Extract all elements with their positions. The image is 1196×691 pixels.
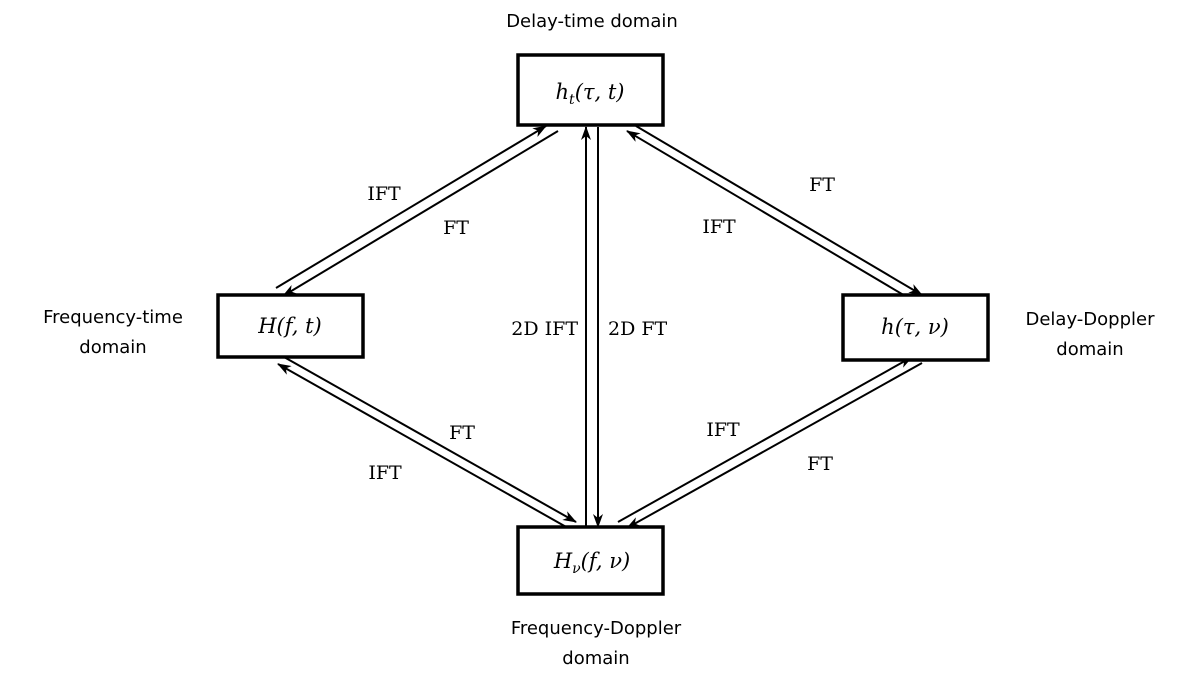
edge-label-bottom-right-ft: FT	[807, 453, 833, 475]
arrow-to-frequency-doppler-from-left	[283, 356, 577, 523]
edge-label-top-right-ift: IFT	[702, 216, 736, 238]
node-label-delay-doppler: h(τ, ν)	[881, 315, 949, 339]
node-label-frequency-doppler: Hν(f, ν)	[553, 549, 630, 577]
edge-label-top-left-ft: FT	[443, 217, 469, 239]
arrow-to-delay-time	[275, 125, 547, 289]
node-delay-doppler: h(τ, ν)	[841, 293, 990, 362]
edge-label-bottom-left-ft: FT	[449, 422, 475, 444]
arrow-to-delay-doppler	[635, 125, 923, 296]
arrow-to-frequency-time-from-bottom	[277, 363, 569, 529]
domain-label-frequency-doppler-line1: Frequency-Doppler	[511, 618, 682, 639]
edge-label-top-right-ft: FT	[809, 174, 835, 196]
node-frequency-time: H(f, t)	[216, 293, 365, 359]
arrows-top-right	[626, 125, 923, 301]
domain-label-frequency-doppler-line2: domain	[562, 648, 629, 669]
edge-label-center-2d-ift: 2D IFT	[511, 318, 578, 340]
node-box-delay-time	[516, 53, 665, 127]
node-delay-time: ht(τ, t)	[516, 53, 665, 127]
edge-label-center-2d-ft: 2D FT	[608, 318, 668, 340]
edge-label-bottom-right-ift: IFT	[706, 419, 740, 441]
node-box-frequency-time	[216, 293, 365, 359]
arrows-bottom-right	[617, 356, 923, 529]
domain-label-delay-doppler-line1: Delay-Doppler	[1026, 309, 1156, 330]
domain-label-delay-time: Delay-time domain	[506, 11, 678, 32]
node-frequency-doppler: Hν(f, ν)	[516, 525, 665, 596]
arrow-to-delay-doppler-from-bottom	[617, 356, 913, 523]
arrows-top-left	[275, 125, 559, 297]
domain-label-frequency-time-line2: domain	[79, 337, 146, 358]
domain-label-frequency-time-line1: Frequency-time	[43, 307, 183, 328]
arrow-to-delay-time-from-right	[626, 130, 913, 301]
arrow-to-frequency-doppler-from-right	[626, 362, 923, 529]
arrows-bottom-left	[277, 356, 577, 529]
arrow-to-frequency-time	[282, 130, 559, 297]
node-label-frequency-time: H(f, t)	[257, 314, 322, 338]
edge-label-bottom-left-ift: IFT	[368, 462, 402, 484]
edge-label-top-left-ift: IFT	[367, 183, 401, 205]
node-label-delay-time: ht(τ, t)	[556, 80, 625, 108]
domain-label-delay-doppler-line2: domain	[1056, 339, 1123, 360]
node-box-frequency-doppler	[516, 525, 665, 596]
node-box-delay-doppler	[841, 293, 990, 362]
arrows-center	[581, 126, 603, 528]
